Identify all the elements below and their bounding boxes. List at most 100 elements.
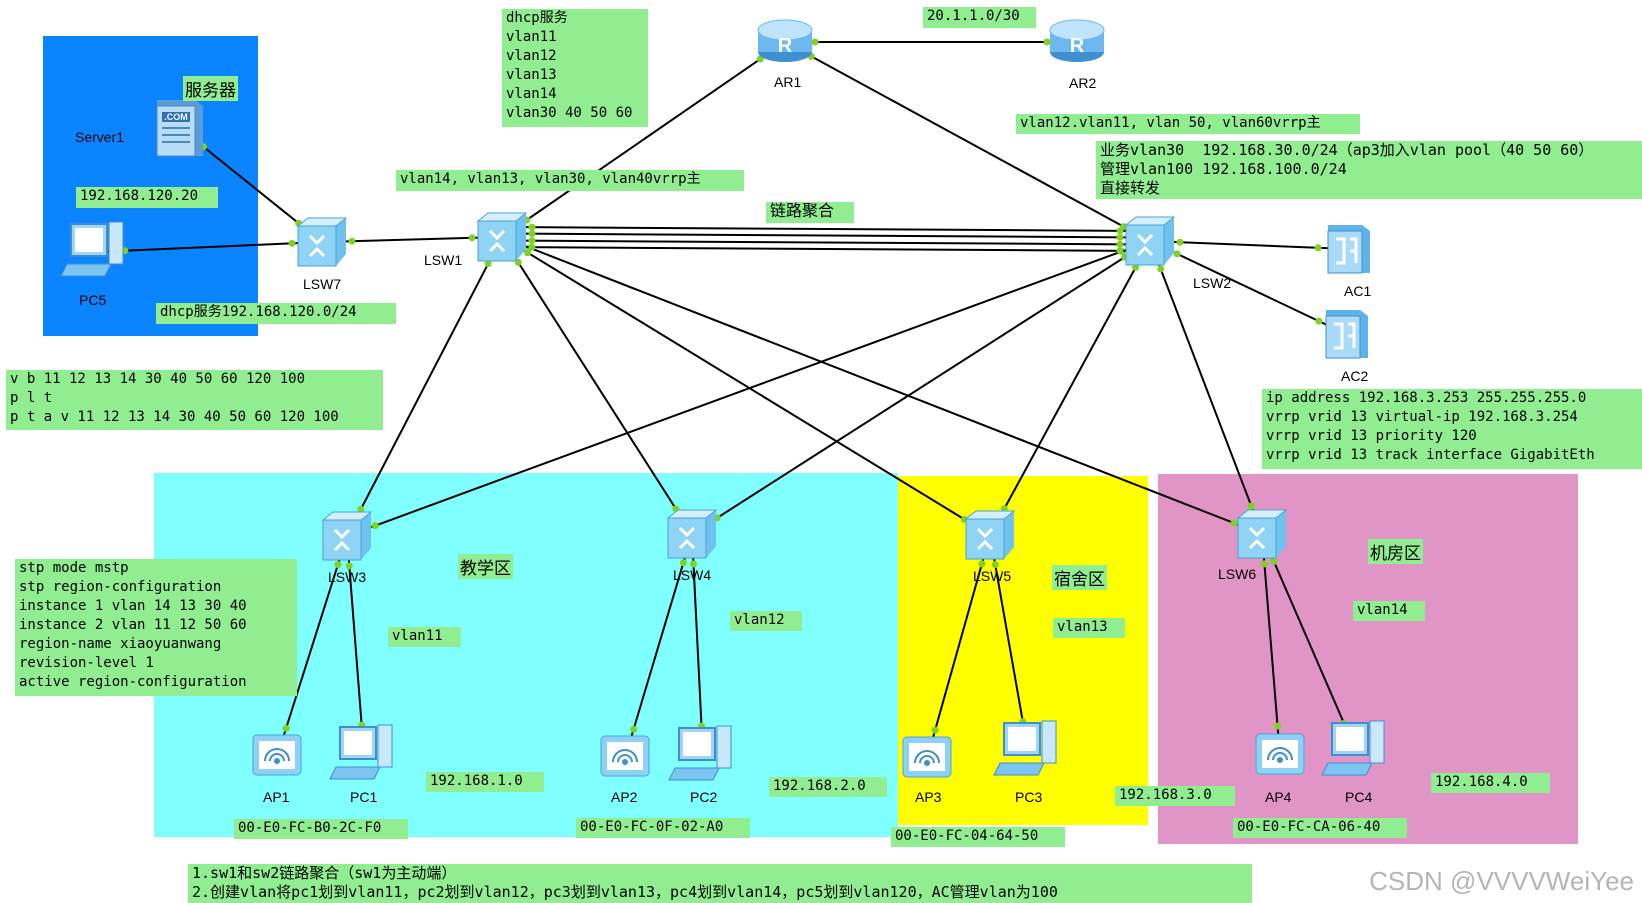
port-dot [282, 724, 290, 732]
port-dot [484, 260, 492, 268]
vlan13-note: vlan13 [1053, 618, 1125, 638]
lsw5-switch-icon[interactable] [964, 510, 1016, 560]
port-dot [1043, 38, 1051, 46]
lsw7-switch-icon[interactable] [296, 217, 348, 267]
machine-zone-label: 机房区 [1368, 539, 1423, 564]
link-ar1-lsw2 [784, 41, 1151, 242]
lsw2-switch-icon[interactable] [1124, 216, 1176, 266]
pc4-pc-icon[interactable] [1321, 720, 1385, 776]
port-dot [1270, 558, 1278, 566]
port-dot [345, 562, 353, 570]
ap3-label: AP3 [915, 789, 942, 805]
svg-text:R: R [1070, 35, 1085, 57]
ap1-label: AP1 [263, 789, 290, 805]
port-dot [679, 559, 687, 567]
link-lsw2-lsw3 [346, 240, 1151, 537]
agg-link-4 [501, 245, 1150, 252]
ac2-ac-icon[interactable] [1325, 310, 1368, 359]
lsw1-vrrp-note: vlan14, vlan13, vlan30, vlan40vrrp主 [396, 170, 744, 191]
business-vlan-note: 业务vlan30 192.168.30.0/24（ap3加入vlan pool（… [1096, 141, 1642, 199]
port-dot [756, 55, 764, 63]
pc2-label: PC2 [690, 789, 718, 805]
watermark: CSDN @VVVVWeiYee [1369, 866, 1634, 896]
ap4-label: AP4 [1265, 789, 1292, 805]
wan-subnet-note: 20.1.1.0/30 [923, 7, 1036, 28]
ap2-label: AP2 [611, 789, 638, 805]
stp-commands-note: stp mode mstp stp region-configuration i… [15, 559, 297, 696]
lsw6-switch-icon[interactable] [1236, 509, 1288, 559]
vlan11-note: vlan11 [388, 627, 461, 647]
port-dot [528, 243, 536, 251]
port-dot [371, 522, 379, 530]
port-dot [1314, 244, 1322, 252]
port-dot [630, 725, 638, 733]
lsw5-label: LSW5 [973, 568, 1012, 584]
ap1-ap-icon[interactable] [252, 734, 302, 776]
link-lsw6-pc4 [1261, 533, 1357, 752]
port-dot [1230, 519, 1238, 527]
pc1-pc-icon[interactable] [329, 724, 393, 780]
port-dot [1116, 247, 1124, 255]
ar2-router-icon[interactable]: R [1049, 19, 1105, 62]
ac2-label: AC2 [1341, 368, 1369, 384]
dorm-zone-label: 宿舍区 [1052, 565, 1107, 590]
server-ip-note: 192.168.120.20 [76, 187, 218, 208]
lsw4-switch-icon[interactable] [666, 509, 718, 559]
pc3-pc-icon[interactable] [993, 720, 1057, 776]
port-dot [1000, 505, 1008, 513]
tasks-note: 1.sw1和sw2链路聚合（sw1为主动端） 2.创建vlan将pc1划到vla… [188, 864, 1252, 903]
svg-text:.COM: .COM [164, 112, 188, 122]
link-lsw1-lsw3 [346, 236, 503, 537]
port-dot [528, 230, 536, 238]
link-ar1-lsw1 [501, 41, 786, 238]
port-dot [1274, 722, 1282, 730]
link-aggregation-note: 链路聚合 [766, 202, 854, 223]
ac1-label: AC1 [1344, 283, 1372, 299]
port-dot [1315, 317, 1323, 325]
network-3-note: 192.168.3.0 [1115, 786, 1235, 806]
port-dot [1116, 227, 1124, 235]
vlan14-note: vlan14 [1353, 601, 1425, 621]
teaching-zone-label: 教学区 [458, 554, 513, 579]
ar2-label: AR2 [1069, 75, 1097, 91]
network-4-note: 192.168.4.0 [1431, 773, 1550, 793]
vlan-commands-note: v b 11 12 13 14 30 40 50 60 120 100 p l … [6, 370, 383, 430]
lsw3-label: LSW3 [328, 569, 367, 585]
pc5-pc-icon[interactable] [60, 221, 124, 277]
port-dot [1260, 560, 1268, 568]
lsw3-switch-icon[interactable] [321, 511, 373, 561]
link-lsw3-pc1 [346, 535, 365, 756]
link-lsw5-ap3 [926, 534, 991, 760]
dhcp-service-note: dhcp服务 vlan11 vlan12 vlan13 vlan14 vlan3… [502, 9, 648, 127]
pc5-label: PC5 [79, 292, 107, 308]
lsw6-label: LSW6 [1218, 566, 1257, 582]
ap4-ap-icon[interactable] [1255, 733, 1305, 775]
lsw2-vrrp-note: vlan12.vlan11, vlan 50, vlan60vrrp主 [1016, 114, 1360, 134]
lsw1-switch-icon[interactable] [476, 212, 528, 262]
port-dot [468, 234, 476, 242]
lsw7-label: LSW7 [303, 276, 342, 292]
link-lsw2-lsw5 [989, 240, 1151, 536]
agg-link-3 [501, 239, 1150, 246]
pc1-label: PC1 [350, 789, 378, 805]
link-lsw1-lsw5 [501, 236, 991, 536]
ap2-ap-icon[interactable] [600, 735, 650, 777]
link-lsw2-lsw4 [691, 240, 1151, 535]
link-lsw2-lsw6 [1149, 240, 1263, 535]
link-lsw1-lsw6 [501, 236, 1263, 535]
ac1-ac-icon[interactable] [1327, 225, 1370, 274]
port-dot [811, 38, 819, 46]
server1-server-icon[interactable]: .COM [156, 100, 203, 157]
port-dot [528, 237, 536, 245]
pc2-pc-icon[interactable] [668, 725, 732, 781]
port-dot [991, 561, 999, 569]
port-dot [1116, 240, 1124, 248]
link-lsw2-ac2 [1149, 240, 1347, 335]
vlan12-note: vlan12 [730, 611, 802, 631]
server1-caption: 服务器 [183, 76, 238, 101]
link-lsw4-pc2 [691, 533, 704, 757]
ap3-ap-icon[interactable] [902, 736, 952, 778]
ar1-router-icon[interactable]: R [757, 19, 813, 62]
mac-1-note: 00-E0-FC-B0-2C-F0 [234, 819, 408, 839]
